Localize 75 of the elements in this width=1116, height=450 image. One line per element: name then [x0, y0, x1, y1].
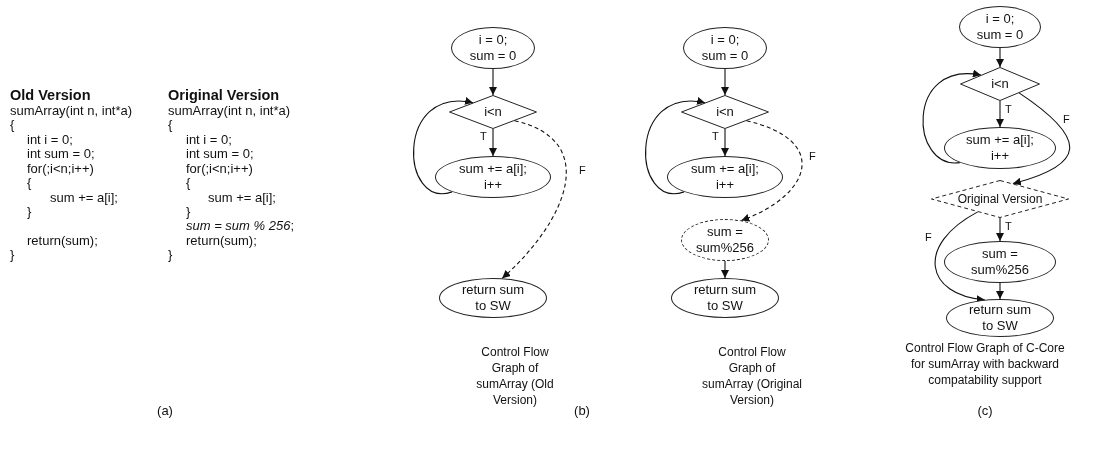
arrow	[996, 47, 1004, 68]
code-line: {	[168, 117, 173, 132]
arrow	[996, 100, 1004, 128]
arrow	[721, 128, 729, 157]
arrow	[740, 120, 803, 222]
decision-diamond	[681, 95, 769, 129]
node-text: sum += a[i]; i++	[690, 161, 760, 193]
panel-label: (a)	[156, 403, 174, 418]
edge-label: T	[711, 130, 720, 142]
arrow	[996, 217, 1004, 242]
code-line: for(;i<n;i++)	[27, 161, 94, 176]
node-text: sum = sum%256	[695, 224, 755, 256]
arrow	[721, 68, 729, 96]
process-ellipse	[667, 156, 783, 198]
edge-label: F	[924, 231, 933, 243]
arrow	[645, 98, 706, 195]
code-line: return(sum);	[186, 233, 257, 248]
node-text: sum = sum%256	[970, 246, 1030, 278]
decision-diamond	[449, 95, 537, 129]
code-line: int i = 0;	[27, 132, 73, 147]
code-line: }	[186, 204, 191, 219]
node-text: return sum to SW	[967, 302, 1033, 334]
edge-label: F	[1062, 113, 1071, 125]
code-line: for(;i<n;i++)	[186, 161, 253, 176]
node-text: sum += a[i]; i++	[458, 161, 528, 193]
node-text: i = 0; sum = 0	[468, 32, 518, 64]
arrow	[489, 128, 497, 157]
figure-caption: Control Flow Graph of sumArray (Old Version)	[475, 344, 555, 408]
code-line: sum += a[i];	[50, 190, 118, 205]
node-text: return sum to SW	[460, 282, 526, 314]
edge-label: T	[479, 130, 488, 142]
node-text: i<n	[715, 104, 735, 120]
process-ellipse	[435, 156, 551, 198]
code-line: sumArray(int n, int*a)	[168, 103, 291, 118]
figure-caption: Control Flow Graph of sumArray (Original Version)	[701, 344, 803, 408]
panel-label: (c)	[976, 403, 994, 418]
arrow	[922, 70, 982, 164]
decision-diamond	[931, 180, 1069, 218]
decision-diamond	[960, 67, 1040, 101]
arrow	[996, 282, 1004, 300]
code-line: }	[10, 247, 15, 262]
code-line: {	[10, 117, 15, 132]
code-line: sumArray(int n, int*a)	[10, 103, 133, 118]
process-ellipse	[944, 127, 1056, 169]
edge-label: F	[578, 164, 587, 176]
node-text: return sum to SW	[692, 282, 758, 314]
code-line: return(sum);	[27, 233, 98, 248]
node-text: i = 0; sum = 0	[975, 11, 1025, 43]
process-ellipse	[944, 241, 1056, 283]
arrow	[489, 68, 497, 96]
code-heading: Old Version	[10, 88, 91, 103]
node-text: Original Version	[956, 191, 1044, 207]
code-line: }	[27, 204, 32, 219]
node-text: i<n	[990, 76, 1010, 92]
panel-label: (b)	[573, 403, 591, 418]
arrow	[721, 260, 729, 279]
figure-caption: Control Flow Graph of C-Core for sumArray with backward compatability support	[904, 340, 1066, 388]
arrow	[501, 120, 567, 279]
code-line: {	[27, 175, 32, 190]
edge-label: T	[1004, 103, 1013, 115]
arrow	[1012, 92, 1071, 186]
edge-label: F	[808, 150, 817, 162]
code-heading: Original Version	[168, 88, 280, 103]
arrow	[413, 98, 474, 195]
code-line: }	[168, 247, 173, 262]
edge-label: T	[1004, 220, 1013, 232]
node-text: i<n	[483, 104, 503, 120]
code-line: sum += a[i];	[208, 190, 276, 205]
node-text: sum += a[i]; i++	[965, 132, 1035, 164]
code-line: int sum = 0;	[27, 146, 95, 161]
code-line: int sum = 0;	[186, 146, 254, 161]
code-line: int i = 0;	[186, 132, 232, 147]
code-line: {	[186, 175, 191, 190]
node-text: i = 0; sum = 0	[700, 32, 750, 64]
code-line: sum = sum % 256;	[186, 218, 295, 233]
